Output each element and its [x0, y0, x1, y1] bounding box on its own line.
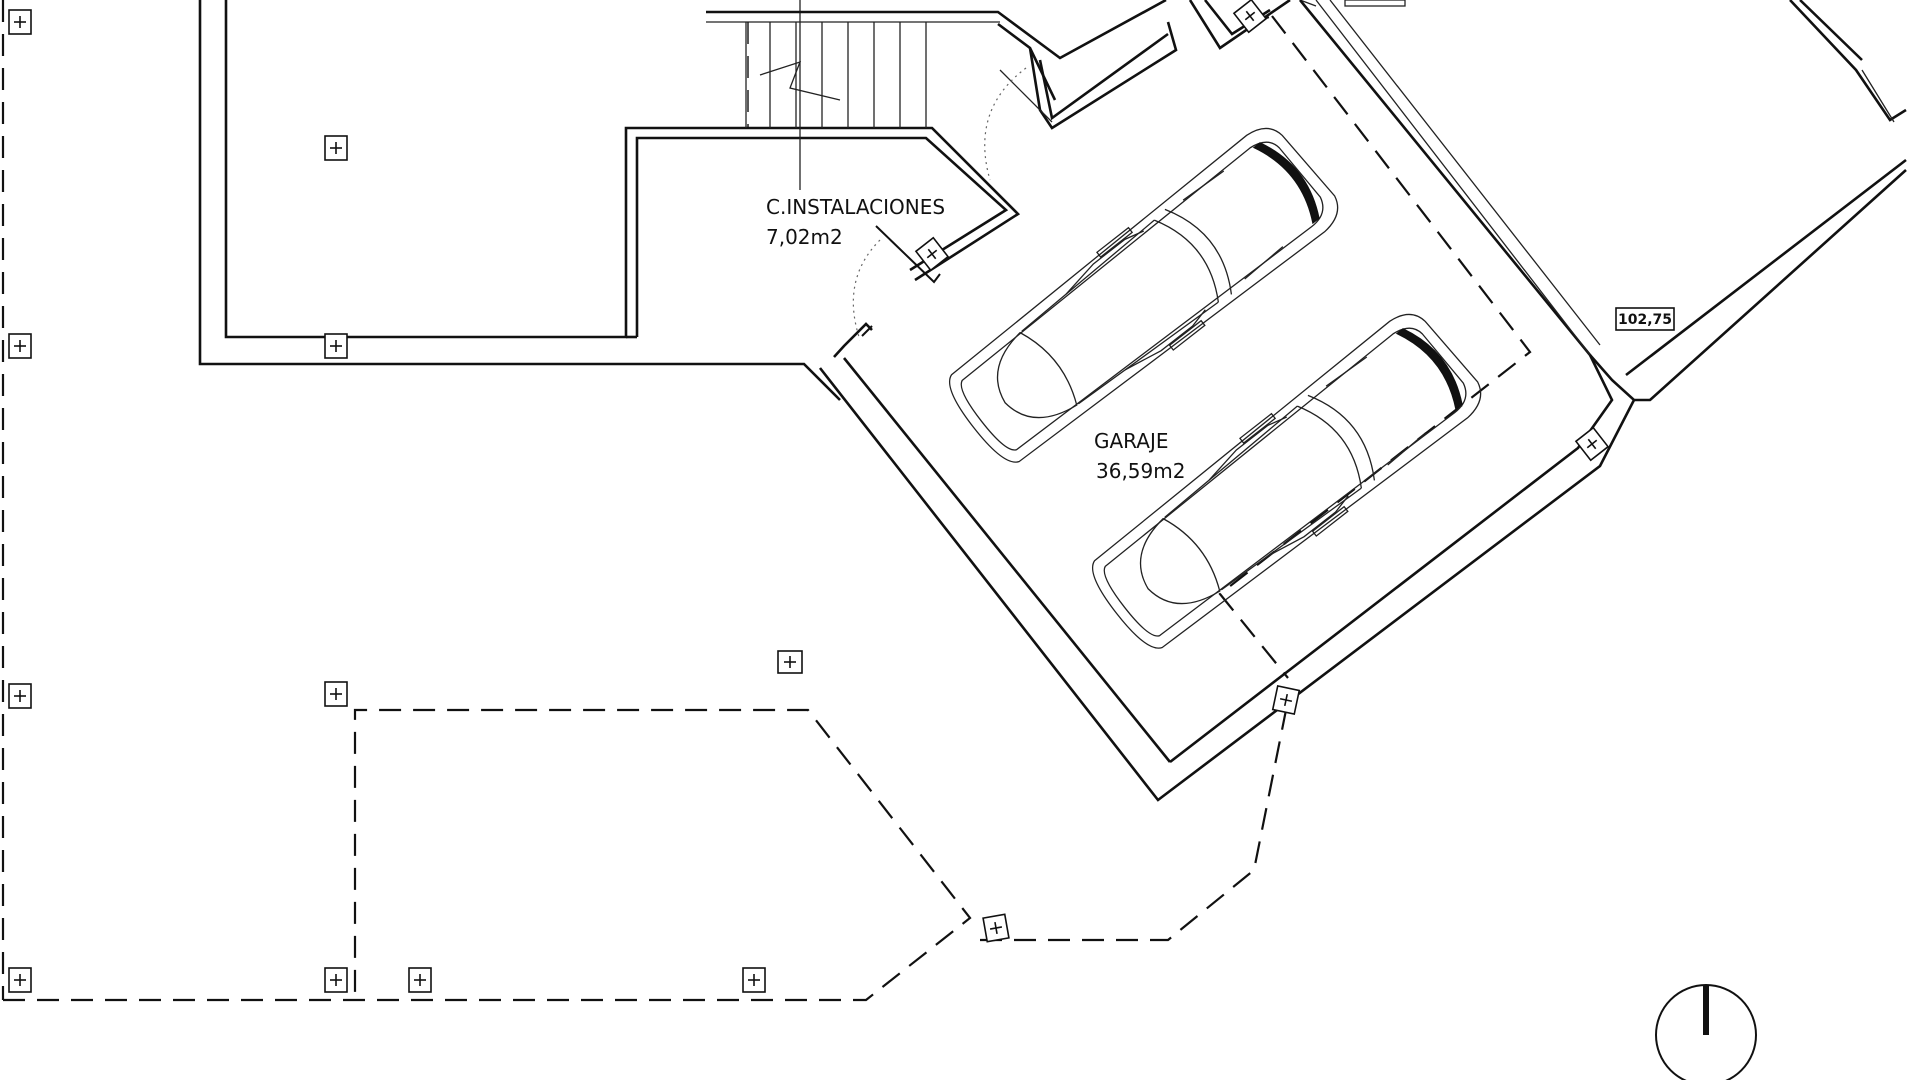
room-area-instalaciones: 7,02m2: [766, 225, 843, 249]
crosshair-box-icon: [324, 135, 348, 161]
upper-walls: [706, 0, 1406, 130]
north-arrow-icon: [1655, 984, 1757, 1080]
crosshair-box-icon: [915, 236, 949, 272]
crosshair-box-icon: [8, 333, 32, 359]
crosshair-box-icon: [8, 9, 32, 35]
garage-door-dashed-outline: [1218, 14, 1532, 679]
crosshair-box-icon: [8, 967, 32, 993]
room-name-instalaciones: C.INSTALACIONES: [766, 195, 945, 219]
staircase: [706, 0, 1000, 190]
left-room-walls: [198, 0, 1021, 401]
crosshair-box-icon: [324, 681, 348, 707]
room-label-garaje: GARAJE 36,59m2: [1094, 429, 1185, 483]
garage-walls: [818, 0, 1907, 802]
room-area-garaje: 36,59m2: [1096, 459, 1185, 483]
crosshair-box-icon: [324, 333, 348, 359]
room-name-garaje: GARAJE: [1094, 429, 1168, 453]
plot-dashed-boundary: [1, 0, 1290, 1002]
level-tag-value: 102,75: [1618, 312, 1672, 328]
crosshair-box-icon: [1271, 685, 1301, 715]
crosshair-box-icon: [408, 967, 432, 993]
crosshair-box-icon: [742, 967, 766, 993]
crosshair-box-icon: [982, 913, 1010, 943]
crosshair-box-icon: [1575, 426, 1609, 462]
crosshair-box-icon: [777, 650, 803, 674]
car-upper: [934, 114, 1349, 477]
crosshair-box-icon: [8, 683, 32, 709]
level-tag-right: 102,75: [1615, 307, 1675, 331]
crosshair-box-icon: [324, 967, 348, 993]
room-label-instalaciones: C.INSTALACIONES 7,02m2: [766, 195, 945, 249]
crosshair-box-icon: [1233, 0, 1267, 34]
level-markers: [8, 0, 1609, 993]
